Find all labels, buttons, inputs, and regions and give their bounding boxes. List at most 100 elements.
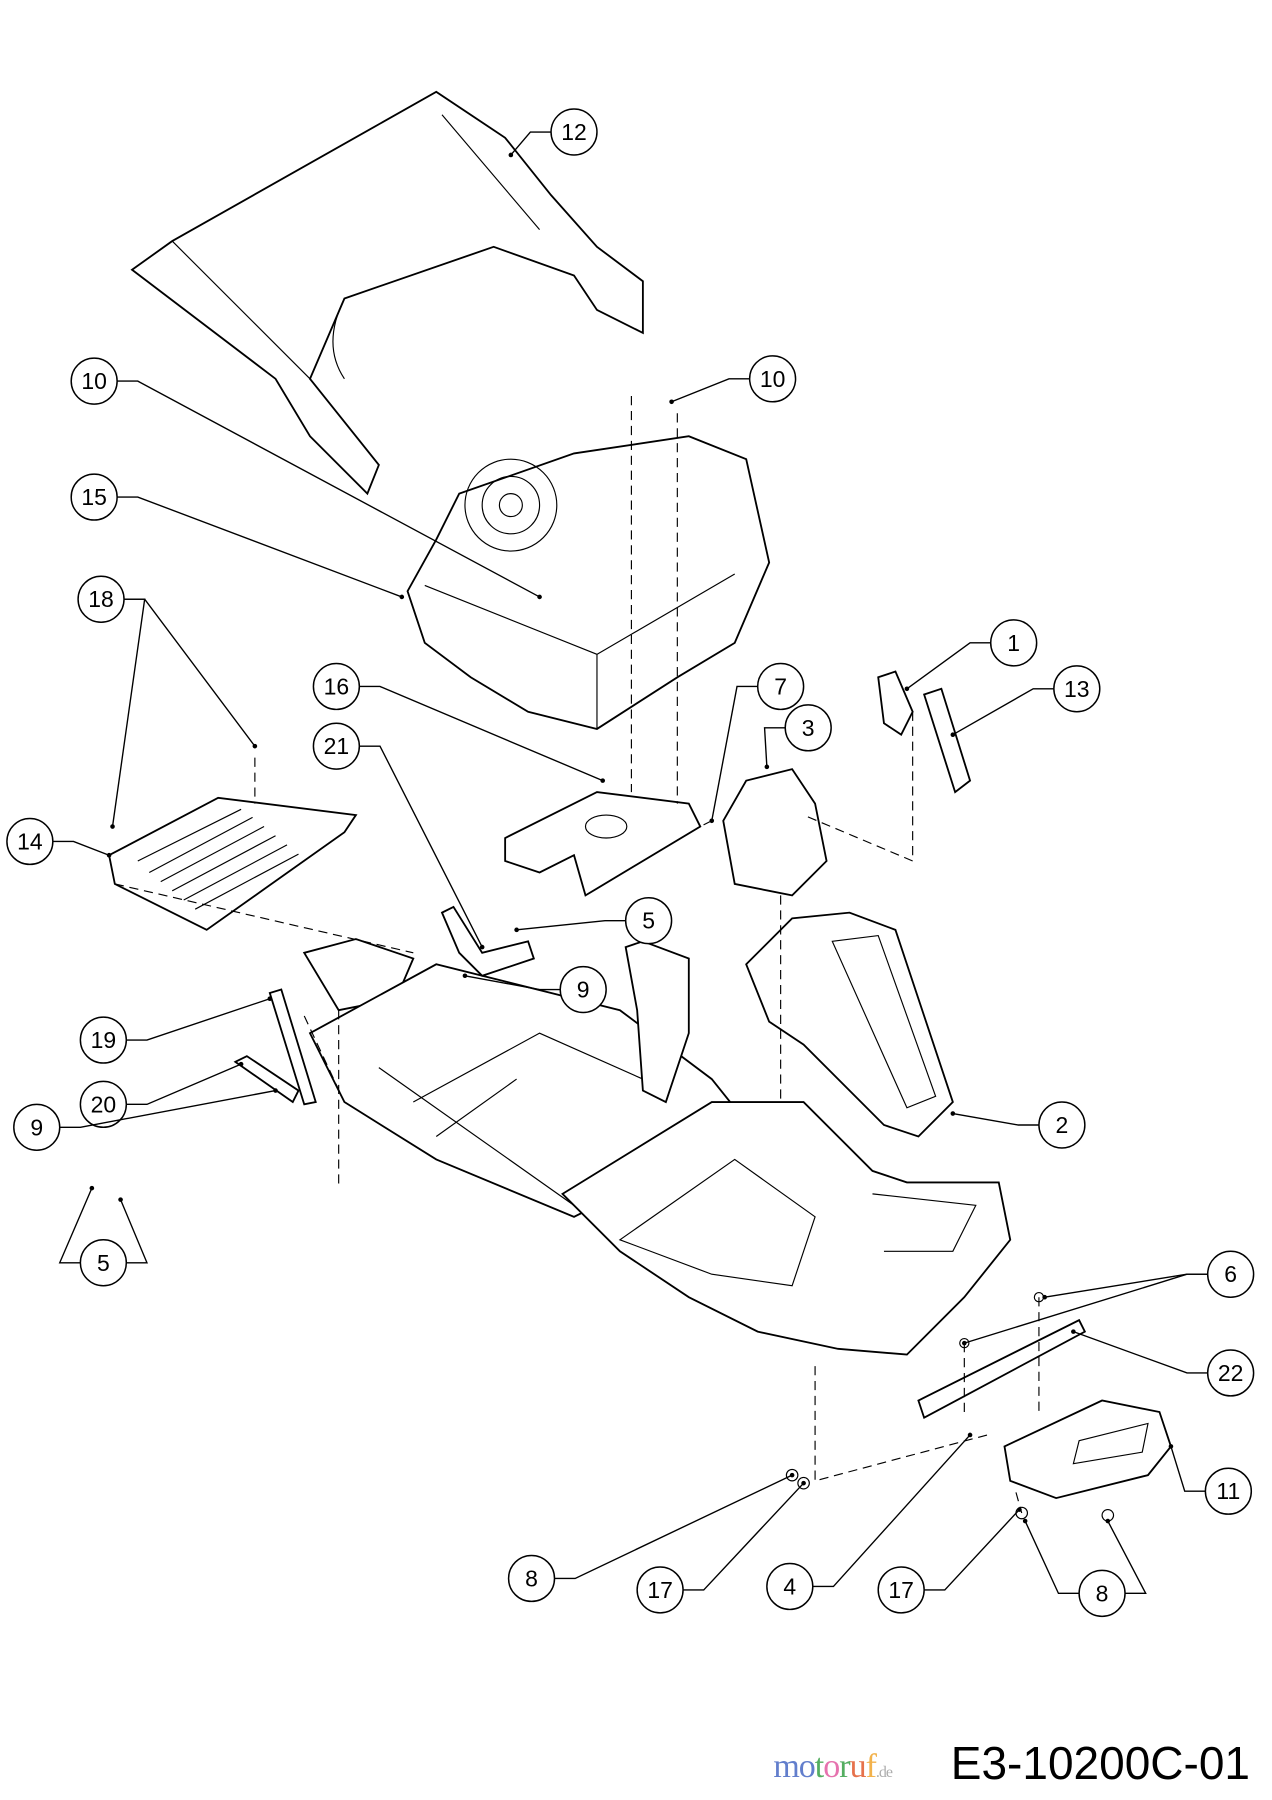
washer-icon — [785, 1468, 799, 1482]
leader-line — [117, 496, 403, 598]
callout-number: 20 — [91, 1091, 117, 1117]
part-3-cover — [722, 768, 828, 897]
leader-line — [683, 1482, 805, 1591]
leader-line — [359, 745, 483, 948]
part-12-rear-body — [130, 90, 644, 496]
watermark-letter: m — [773, 1748, 799, 1785]
part-15-hood — [406, 435, 771, 730]
part-20-bracket — [233, 1055, 300, 1104]
callout-number: 10 — [760, 366, 786, 392]
callout-number: 10 — [81, 368, 107, 394]
callout-bubble — [550, 108, 598, 156]
watermark-letter: r — [839, 1748, 850, 1785]
callout-5: 5 — [58, 1185, 149, 1287]
callout-bubble — [1206, 1349, 1255, 1397]
arrowhead-icon — [479, 944, 485, 950]
leader-line — [359, 685, 603, 782]
arrowhead-icon — [950, 732, 956, 737]
arrowhead-icon — [1071, 1329, 1076, 1334]
callout-8: 8 — [507, 1472, 795, 1603]
watermark-letter: o — [823, 1748, 840, 1785]
callout-19: 19 — [79, 996, 273, 1064]
leader-line — [124, 598, 256, 747]
part-11-bumper — [1003, 1399, 1172, 1500]
leader-line — [111, 598, 146, 827]
callout-number: 11 — [1216, 1478, 1240, 1504]
watermark-letter: u — [849, 1748, 867, 1785]
callout-bubble — [79, 1016, 128, 1064]
hood-grille-ring — [498, 493, 523, 518]
callout-number: 8 — [525, 1565, 538, 1591]
arrowhead-icon — [789, 1472, 795, 1478]
callout-17: 17 — [636, 1480, 806, 1614]
part-22-bar — [917, 1318, 1087, 1420]
watermark-domain: .de — [875, 1764, 893, 1781]
callout-number: 1 — [1007, 630, 1020, 656]
callout-15: 15 — [70, 473, 405, 600]
arrowhead-icon — [1105, 1518, 1111, 1524]
callout-2: 2 — [950, 1101, 1086, 1149]
callout-bubble — [1053, 665, 1101, 713]
callout-number: 22 — [1218, 1360, 1244, 1386]
callout-number: 9 — [577, 977, 590, 1003]
leader-line — [952, 1112, 1039, 1126]
callout-bubble — [1204, 1467, 1253, 1515]
callout-bubble — [312, 662, 361, 711]
callout-22: 22 — [1071, 1329, 1255, 1397]
leader-line — [59, 1089, 276, 1128]
callout-7: 7 — [709, 662, 805, 824]
callout-bubble — [507, 1554, 556, 1603]
callout-bubble — [70, 357, 118, 405]
assembly-guide-lines — [114, 396, 1040, 1514]
part-21-bracket — [440, 905, 535, 977]
leader-line — [117, 380, 540, 598]
callout-number: 9 — [30, 1114, 43, 1140]
leader-line — [126, 998, 271, 1041]
callout-21: 21 — [312, 722, 485, 950]
leader-line — [1107, 1520, 1147, 1595]
callout-number: 6 — [1224, 1261, 1237, 1287]
leader-line — [671, 378, 750, 403]
callout-bubble — [312, 722, 361, 770]
washer-icon — [797, 1476, 810, 1490]
callout-5: 5 — [514, 896, 673, 945]
callout-9: 9 — [13, 1088, 278, 1152]
arrowhead-icon — [950, 1111, 956, 1116]
leader-line — [1073, 1330, 1208, 1374]
callout-bubble — [1078, 1569, 1126, 1618]
callout-number: 2 — [1056, 1112, 1069, 1138]
arrowhead-icon — [962, 1340, 967, 1346]
arrowhead-icon — [600, 778, 606, 783]
arrowhead-icon — [904, 686, 910, 692]
callout-17: 17 — [877, 1507, 1022, 1614]
arrowhead-icon — [399, 594, 405, 600]
part-16-dash-plate — [504, 791, 702, 897]
callout-8: 8 — [1022, 1518, 1147, 1618]
arrowhead-icon — [110, 824, 115, 829]
callout-bubble — [636, 1566, 684, 1614]
watermark-letter: o — [798, 1748, 816, 1785]
frame-detail-lines — [378, 1032, 644, 1206]
leader-line — [119, 1199, 149, 1264]
callout-bubble — [756, 662, 805, 711]
callout-3: 3 — [763, 704, 832, 770]
arrowhead-icon — [1017, 1507, 1022, 1512]
leader-line — [1170, 1446, 1206, 1492]
callout-bubble — [79, 1080, 128, 1129]
arrowhead-icon — [1022, 1518, 1028, 1524]
callout-10: 10 — [70, 357, 542, 600]
part-12-detail-lines — [171, 114, 541, 380]
callout-number: 5 — [97, 1250, 110, 1276]
arrowhead-icon — [118, 1197, 123, 1202]
watermark-letter: f — [865, 1748, 877, 1785]
callout-12: 12 — [508, 108, 598, 158]
arrowhead-icon — [1168, 1444, 1174, 1449]
arrowhead-icon — [508, 152, 514, 158]
callout-bubble — [624, 896, 673, 945]
arrowhead-icon — [1042, 1294, 1047, 1300]
callout-bubble — [1206, 1250, 1255, 1298]
leader-line — [906, 642, 991, 690]
part-19-brace — [268, 988, 317, 1106]
arrowhead-icon — [967, 1432, 973, 1438]
